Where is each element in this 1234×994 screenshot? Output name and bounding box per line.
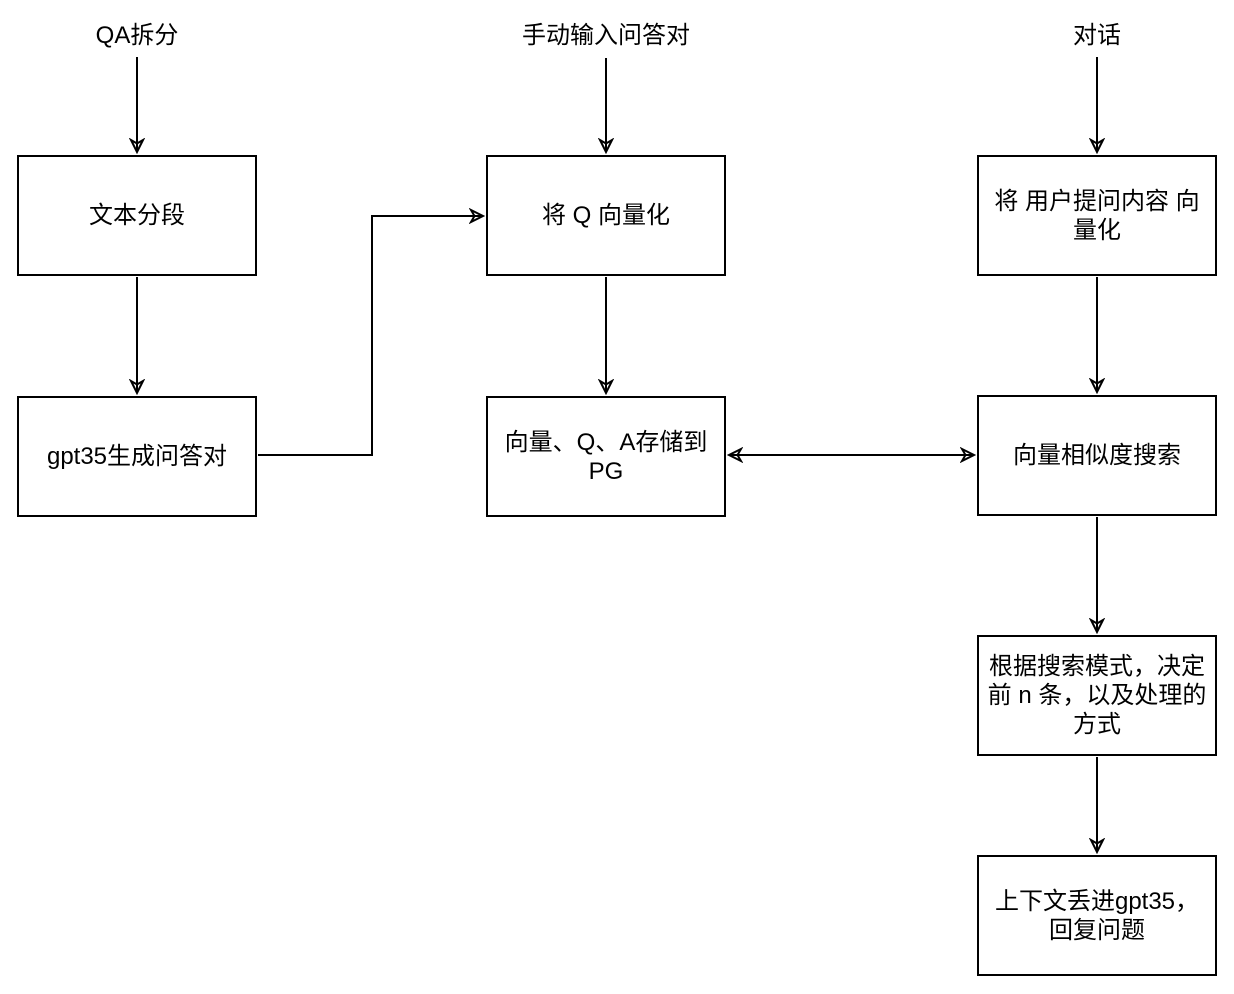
node-vectorize-q: 将 Q 向量化 xyxy=(486,155,726,276)
column-label-manual-qa-pair: 手动输入问答对 xyxy=(522,22,690,49)
node-gpt35-reply: 上下文丢进gpt35，回复问题 xyxy=(977,855,1217,976)
node-vector-similarity-search: 向量相似度搜索 xyxy=(977,395,1217,516)
node-vectorize-user-question: 将 用户提问内容 向量化 xyxy=(977,155,1217,276)
node-search-mode-decision: 根据搜索模式，决定前 n 条，以及处理的方式 xyxy=(977,635,1217,756)
node-gpt35-generate-qa: gpt35生成问答对 xyxy=(17,396,257,517)
column-label-dialog: 对话 xyxy=(1073,22,1121,49)
edge-gpt35-generate-qa-to-vectorize-q xyxy=(258,216,483,456)
column-label-qa-split: QA拆分 xyxy=(95,22,179,49)
node-text-segmentation: 文本分段 xyxy=(17,155,257,276)
node-store-to-pg: 向量、Q、A存储到PG xyxy=(486,396,726,517)
